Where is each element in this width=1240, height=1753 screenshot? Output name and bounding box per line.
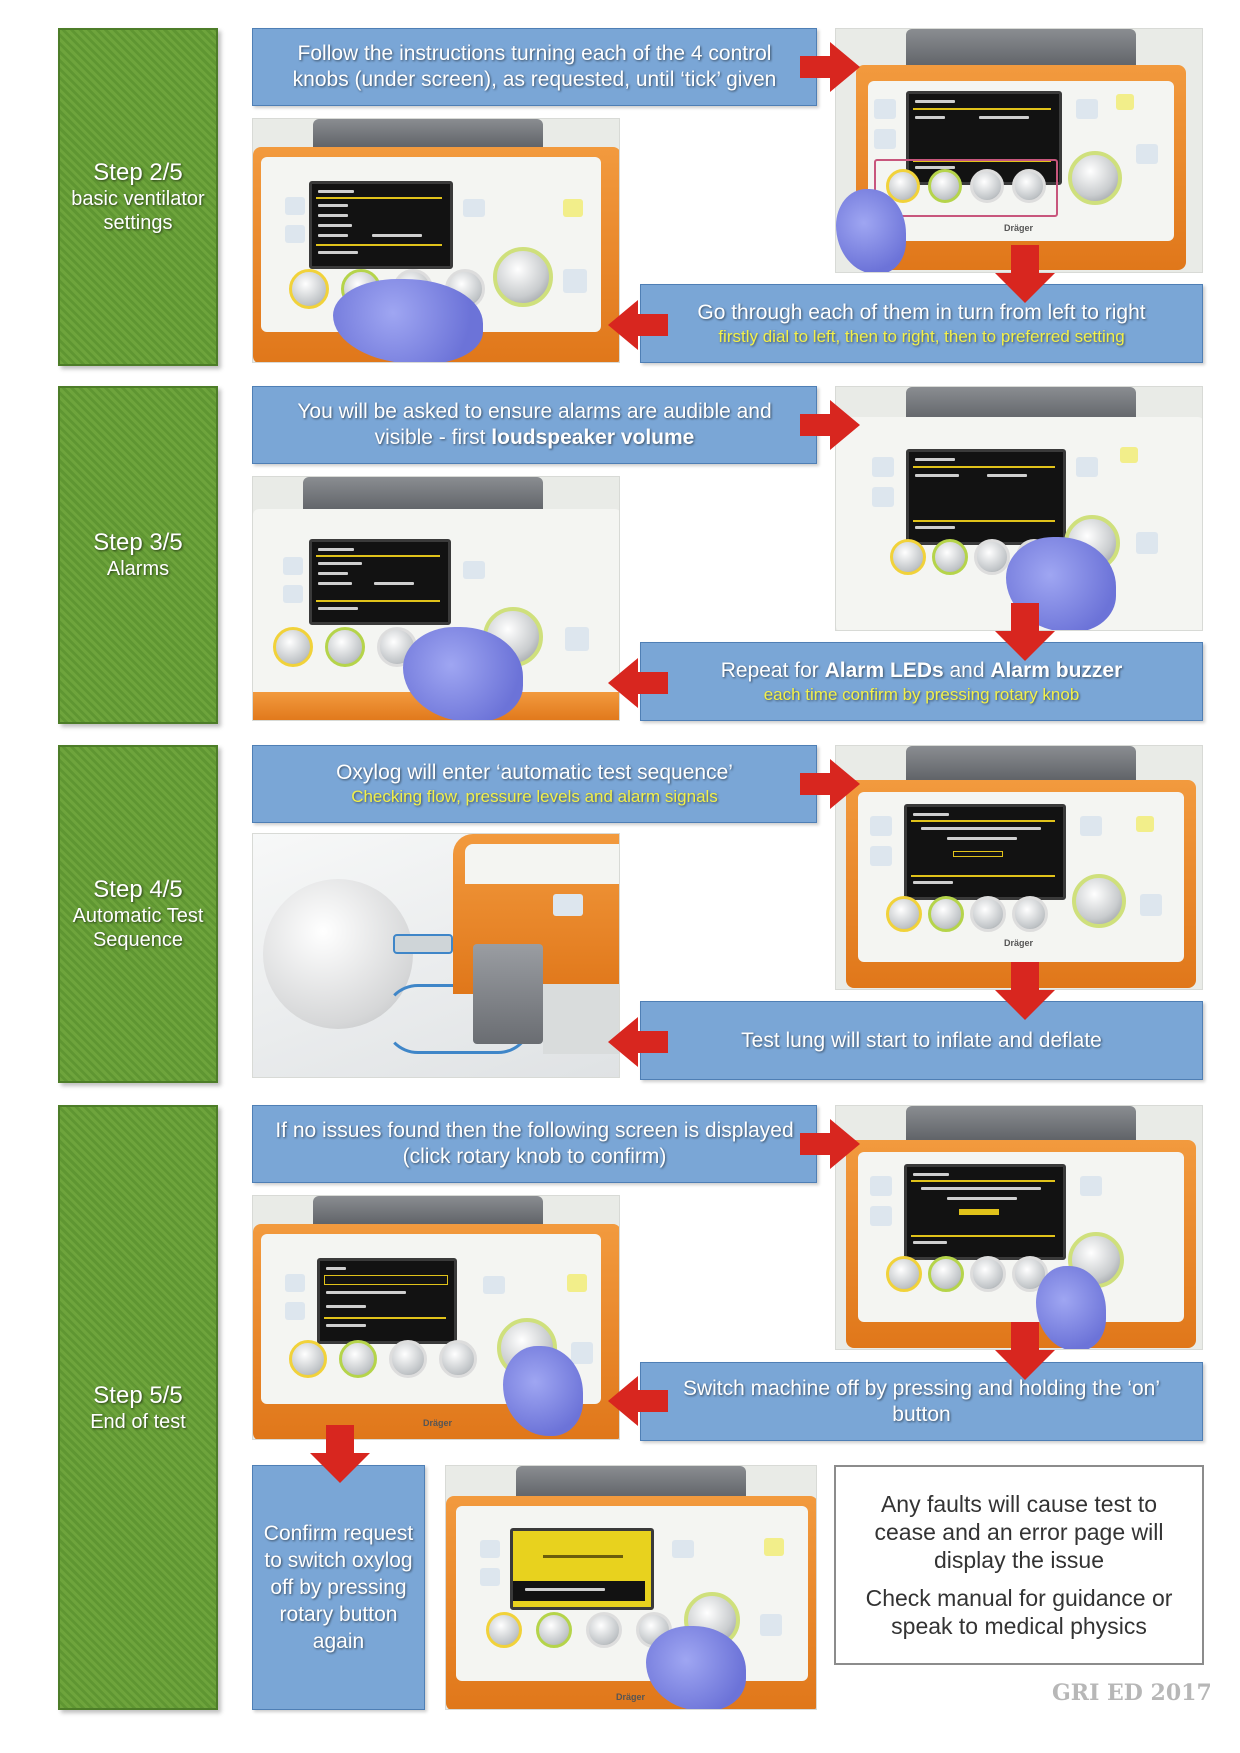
arrow-left-icon	[608, 300, 668, 350]
step-4-title: Step 4/5	[93, 876, 183, 903]
step-3-detail-box: Repeat for Alarm LEDs and Alarm buzzer e…	[640, 642, 1203, 721]
step-2-device-photo-left	[252, 118, 620, 363]
step-3-instruction-bold: loudspeaker volume	[491, 426, 695, 449]
step-2-detail-text: Go through each of them in turn from lef…	[697, 300, 1146, 324]
arrow-down-icon	[995, 245, 1055, 303]
step-4-detail-box: Test lung will start to inflate and defl…	[640, 1001, 1203, 1080]
arrow-left-icon	[608, 658, 668, 708]
step-4-instruction-box: Oxylog will enter ‘automatic test sequen…	[252, 745, 817, 823]
step-3-device-photo-right	[835, 386, 1203, 631]
step-3-detail-bold-leds: Alarm LEDs	[824, 658, 944, 682]
step-5-detail-text: Switch machine off by pressing and holdi…	[682, 1376, 1161, 1426]
arrow-right-icon	[800, 400, 860, 450]
arrow-right-icon	[800, 1119, 860, 1169]
arrow-down-icon	[995, 1322, 1055, 1380]
step-3-detail-mid: and	[943, 658, 991, 682]
arrow-left-icon	[608, 1376, 668, 1426]
step-5-device-photo-left: Dräger	[252, 1195, 620, 1440]
arrow-right-icon	[800, 42, 860, 92]
step-3-device-photo-left	[252, 476, 620, 721]
step-4-instruction-text: Oxylog will enter ‘automatic test sequen…	[336, 761, 733, 784]
step-5-confirm-box: Confirm request to switch oxylog off by …	[252, 1465, 425, 1710]
step-4-instruction-subtext: Checking flow, pressure levels and alarm…	[351, 787, 718, 806]
step-4-detail-text: Test lung will start to inflate and defl…	[741, 1028, 1102, 1052]
step-2-detail-subtext: firstly dial to left, then to right, the…	[718, 326, 1125, 346]
step-2-bar: Step 2/5 basic ventilator settings	[58, 28, 218, 366]
arrow-down-icon	[310, 1425, 370, 1483]
step-4-device-photo-right: Dräger	[835, 745, 1203, 990]
step-5-switch-off-photo: Dräger	[445, 1465, 817, 1710]
step-3-title: Step 3/5	[93, 529, 183, 556]
step-4-bar: Step 4/5 Automatic Test Sequence	[58, 745, 218, 1083]
arrow-right-icon	[800, 759, 860, 809]
arrow-left-icon	[608, 1017, 668, 1067]
footer-credit: GRI ED 2017	[1052, 1680, 1212, 1706]
faults-note-text: Any faults will cause test to cease and …	[874, 1491, 1164, 1573]
step-3-subtitle: Alarms	[106, 558, 170, 580]
step-4-subtitle: Automatic Test Sequence	[72, 905, 204, 951]
step-2-detail-box: Go through each of them in turn from lef…	[640, 284, 1203, 363]
step-5-device-photo-right	[835, 1105, 1203, 1350]
step-3-instruction-pre: You will be asked to ensure alarms are a…	[297, 400, 772, 449]
step-5-instruction-text: If no issues found then the following sc…	[275, 1119, 794, 1168]
manual-note-text: Check manual for guidance or speak to me…	[865, 1585, 1173, 1639]
step-5-subtitle: End of test	[90, 1410, 186, 1433]
step-3-instruction-text: You will be asked to ensure alarms are a…	[267, 399, 802, 451]
faults-note-box: Any faults will cause test to cease and …	[834, 1465, 1204, 1665]
step-3-detail-pre: Repeat for	[720, 658, 825, 682]
step-5-confirm-text: Confirm request to switch oxylog off by …	[263, 1522, 414, 1653]
step-5-instruction-box: If no issues found then the following sc…	[252, 1105, 817, 1183]
step-5-detail-box: Switch machine off by pressing and holdi…	[640, 1362, 1203, 1441]
step-3-instruction-box: You will be asked to ensure alarms are a…	[252, 386, 817, 464]
step-2-device-photo-right: Dräger	[835, 28, 1203, 273]
arrow-down-icon	[995, 962, 1055, 1020]
step-3-detail-bold-buzzer: Alarm buzzer	[990, 658, 1123, 682]
step-4-test-lung-photo	[252, 833, 620, 1078]
step-2-instruction-text: Follow the instructions turning each of …	[292, 42, 777, 91]
step-5-bar: Step 5/5 End of test	[58, 1105, 218, 1710]
arrow-down-icon	[995, 603, 1055, 661]
step-5-title: Step 5/5	[93, 1381, 183, 1409]
step-2-subtitle: basic ventilator settings	[71, 188, 205, 234]
step-3-detail-subtext: each time confirm by pressing rotary kno…	[763, 684, 1080, 704]
step-3-detail-text: Repeat for Alarm LEDs and Alarm buzzer	[655, 658, 1188, 684]
step-3-bar: Step 3/5 Alarms	[58, 386, 218, 724]
step-2-title: Step 2/5	[93, 159, 183, 186]
step-2-instruction-box: Follow the instructions turning each of …	[252, 28, 817, 106]
